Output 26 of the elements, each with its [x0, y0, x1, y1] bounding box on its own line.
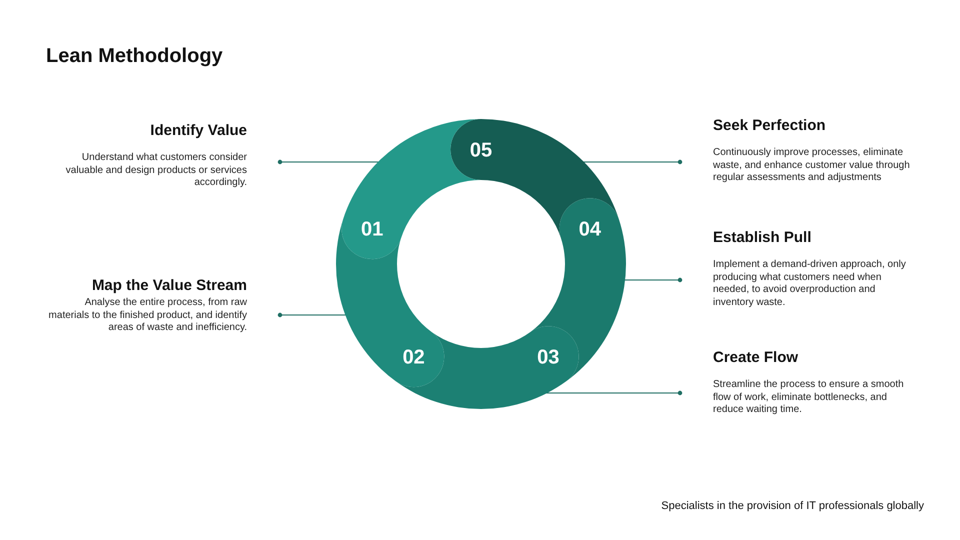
- leader-line: [624, 278, 682, 282]
- ring-segment: [530, 198, 626, 382]
- leader-line: [546, 390, 682, 396]
- step-description: Continuously improve processes, eliminate waste, and enhance customer value through regular assessments and adjustments: [713, 147, 911, 184]
- step-number: 05: [470, 140, 492, 162]
- step-description: Streamline the process to ensure a smooth flow of work, eliminate bottlenecks, and reduce waiting time.: [713, 379, 905, 416]
- step-number: 03: [537, 346, 560, 369]
- step-heading: Establish Pull: [713, 229, 812, 246]
- ring-segment: [450, 119, 619, 238]
- step-number: 02: [402, 346, 425, 369]
- step-description: Understand what customers consider valuable and design products or services accordingly.: [64, 152, 247, 190]
- leader-line: [278, 160, 380, 164]
- step-description: Implement a demand-driven approach, only producing what customers need when needed, to avoid overproduction and inventory waste.: [713, 259, 907, 309]
- step-description: Analyse the entire process, from raw materials to the finished product, and identify areas of waste and inefficiency.: [48, 297, 247, 334]
- step-number: 01: [360, 218, 384, 241]
- step-heading: Map the Value Stream: [92, 277, 247, 294]
- ring-segment: [336, 219, 444, 388]
- step-number: 04: [578, 218, 602, 241]
- title: Lean Methodology: [46, 45, 223, 68]
- step-heading: Seek Perfection: [713, 117, 826, 134]
- step-heading: Identify Value: [150, 122, 247, 139]
- footer-note: Specialists in the provision of IT professionals globally: [661, 500, 924, 512]
- ring-segment: [396, 326, 579, 409]
- leader-line: [278, 312, 347, 318]
- leader-line: [582, 160, 682, 164]
- step-heading: Create Flow: [713, 349, 798, 366]
